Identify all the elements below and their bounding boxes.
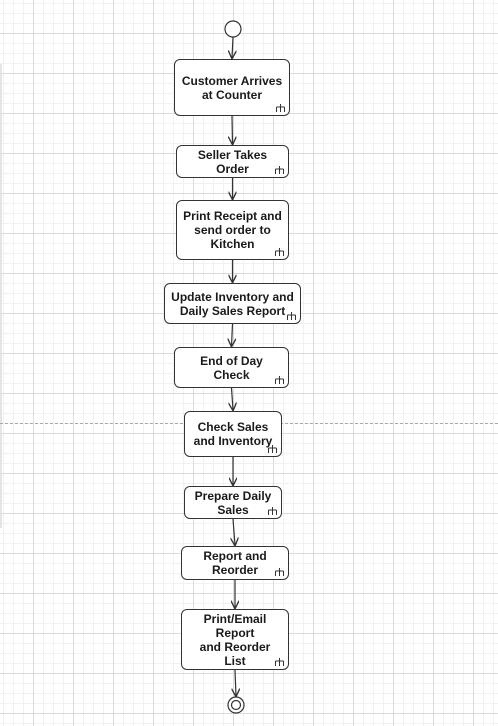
activity-end-of-day-check[interactable]: End of Day Check <box>174 347 289 388</box>
activity-customer-arrives[interactable]: Customer Arrives at Counter <box>174 59 290 116</box>
subactivity-rake-icon <box>275 376 284 384</box>
subactivity-rake-icon <box>275 166 284 174</box>
activity-label: Print Receipt and send order to Kitchen <box>183 209 282 251</box>
subactivity-rake-icon <box>268 445 277 453</box>
activity-report-reorder[interactable]: Report and Reorder <box>181 546 289 580</box>
activity-print-email-report[interactable]: Print/Email Report and Reorder List <box>181 609 289 670</box>
activity-seller-takes-order[interactable]: Seller Takes Order <box>176 145 289 178</box>
subactivity-rake-icon <box>268 507 277 515</box>
activity-label: Print/Email Report and Reorder List <box>199 611 271 668</box>
activity-check-sales[interactable]: Check Sales and Inventory <box>184 411 282 457</box>
activity-print-receipt[interactable]: Print Receipt and send order to Kitchen <box>176 200 289 260</box>
activity-label: Report and Reorder <box>203 549 267 577</box>
control-flow-edge[interactable] <box>235 669 236 696</box>
page-margin-indicator <box>0 64 2 528</box>
control-flow-edge[interactable] <box>232 36 233 58</box>
activity-update-inventory[interactable]: Update Inventory and Daily Sales Report <box>164 283 301 324</box>
activity-label: Prepare Daily Sales <box>194 488 272 517</box>
control-flow-edge[interactable] <box>233 518 235 545</box>
final-node[interactable] <box>227 696 245 714</box>
subactivity-rake-icon <box>275 658 284 666</box>
edge-layer <box>232 36 237 696</box>
subactivity-rake-icon <box>276 104 285 112</box>
subactivity-rake-icon <box>275 248 284 256</box>
activity-prepare-daily-sales[interactable]: Prepare Daily Sales <box>184 486 282 519</box>
control-flow-edge[interactable] <box>232 387 234 410</box>
activity-label: Customer Arrives at Counter <box>181 73 283 102</box>
activity-label: End of Day Check <box>200 353 263 382</box>
subactivity-rake-icon <box>287 312 296 320</box>
initial-node[interactable] <box>224 20 242 38</box>
control-flow-edge[interactable] <box>232 323 233 346</box>
activity-label: Seller Takes Order <box>197 147 268 176</box>
activity-label: Update Inventory and Daily Sales Report <box>171 289 294 318</box>
control-flow-edge[interactable] <box>232 115 233 144</box>
subactivity-rake-icon <box>275 568 284 576</box>
activity-label: Check Sales and Inventory <box>193 420 273 448</box>
